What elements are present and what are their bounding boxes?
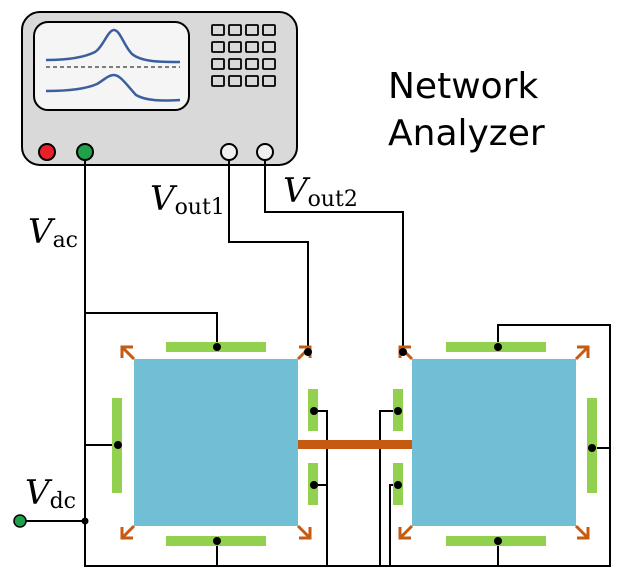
- key[interactable]: [228, 24, 242, 36]
- junction-dot: [394, 481, 402, 489]
- green-port[interactable]: [76, 143, 94, 161]
- junction-dot: [310, 481, 318, 489]
- key[interactable]: [245, 75, 259, 87]
- junction-dot: [494, 537, 502, 545]
- vac-wire: [84, 160, 218, 345]
- left-resonator: [112, 342, 318, 546]
- key[interactable]: [245, 41, 259, 53]
- vout2-label: Vout2: [283, 171, 358, 212]
- phase-trace: [45, 73, 181, 102]
- vdc-symbol: V: [25, 473, 53, 513]
- network-analyzer-instrument: [21, 11, 298, 166]
- key[interactable]: [211, 58, 225, 70]
- key[interactable]: [211, 75, 225, 87]
- key[interactable]: [262, 41, 276, 53]
- key[interactable]: [262, 58, 276, 70]
- key[interactable]: [228, 58, 242, 70]
- key[interactable]: [262, 75, 276, 87]
- keypad: [211, 24, 276, 87]
- key[interactable]: [262, 24, 276, 36]
- inner-right-top-wire: [379, 410, 398, 566]
- output-port-1[interactable]: [220, 143, 238, 161]
- vac-label: Vac: [28, 212, 78, 253]
- junction-dot: [310, 407, 318, 415]
- junction-dot: [394, 407, 402, 415]
- vout2-symbol: V: [283, 171, 311, 211]
- anchor-icon: [296, 524, 312, 540]
- title-line-1: Network: [388, 66, 538, 107]
- anchor-icon: [398, 524, 414, 540]
- wiring: [20, 160, 611, 567]
- instrument-screen: [33, 21, 190, 111]
- junction-dot: [213, 537, 221, 545]
- vout2-wire: [264, 160, 404, 352]
- amplitude-trace: [45, 28, 181, 64]
- left-plate: [134, 359, 298, 526]
- vac-symbol: V: [28, 212, 56, 252]
- inner-left-top-wire: [314, 410, 328, 566]
- vout1-symbol: V: [150, 179, 178, 219]
- anchor-icon: [574, 345, 590, 361]
- junction-dot: [81, 517, 89, 525]
- vout1-label: Vout1: [150, 179, 225, 220]
- key[interactable]: [211, 24, 225, 36]
- output-port-2[interactable]: [256, 143, 274, 161]
- right-resonator: [393, 342, 597, 546]
- anchor-icon: [120, 524, 136, 540]
- key[interactable]: [245, 58, 259, 70]
- title-line-2: Analyzer: [388, 113, 545, 154]
- junction-dots: [81, 343, 596, 545]
- vdc-terminal[interactable]: [13, 514, 27, 528]
- junction-dot: [213, 343, 221, 351]
- anchor-icon: [574, 524, 590, 540]
- key[interactable]: [228, 41, 242, 53]
- junction-dot: [588, 444, 596, 452]
- anchor-icon: [120, 345, 136, 361]
- junction-dot: [399, 348, 407, 356]
- vac-subscript: ac: [53, 228, 78, 253]
- left-anchors: [120, 345, 312, 540]
- coupling-beam: [298, 440, 412, 449]
- junction-dot: [304, 348, 312, 356]
- vdc-label: Vdc: [25, 473, 76, 514]
- vout1-wire: [228, 160, 309, 352]
- key[interactable]: [228, 75, 242, 87]
- vout1-subscript: out1: [175, 195, 225, 220]
- vout2-subscript: out2: [308, 187, 358, 212]
- red-port[interactable]: [38, 143, 56, 161]
- junction-dot: [114, 441, 122, 449]
- key[interactable]: [245, 24, 259, 36]
- vdc-subscript: dc: [50, 489, 76, 514]
- junction-dot: [494, 343, 502, 351]
- right-plate: [412, 359, 576, 526]
- key[interactable]: [211, 41, 225, 53]
